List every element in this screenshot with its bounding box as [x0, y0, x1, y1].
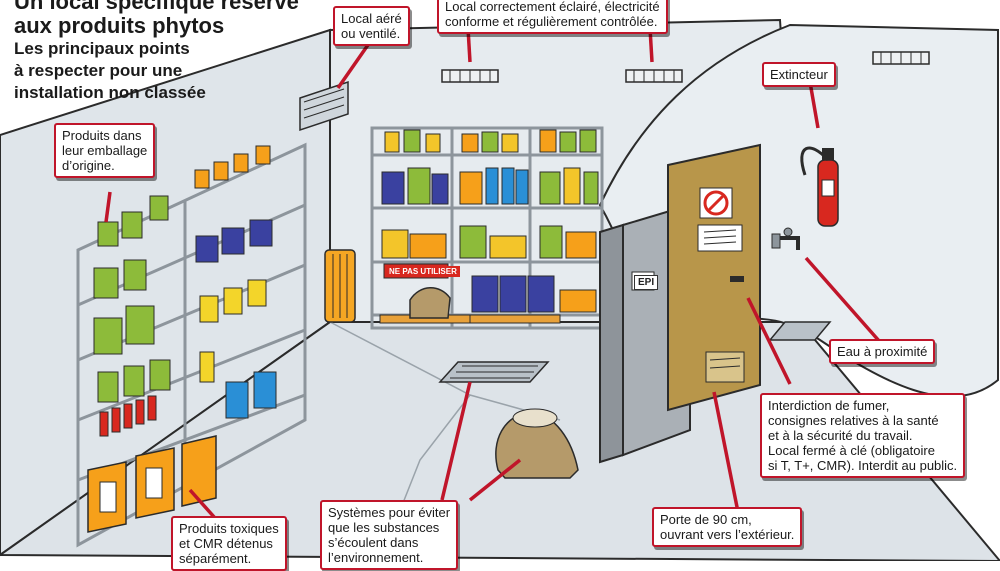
subtitle-line-2: à respecter pour une	[14, 61, 183, 80]
radiator-icon	[324, 249, 356, 323]
left-shelving	[76, 142, 307, 548]
bag-icon	[409, 287, 451, 319]
callout-leaders	[104, 27, 882, 520]
callout-eau: Eau à proximité	[829, 339, 936, 364]
door	[667, 143, 761, 412]
page-subtitle: Les principaux points à respecter pour u…	[14, 38, 206, 104]
subtitle-line-3: installation non classée	[14, 83, 206, 102]
no-smoking-icon	[699, 187, 733, 219]
floor-drain-icon	[768, 321, 832, 341]
title-line-1: Un local spécifique réservé	[14, 0, 299, 14]
fire-extinguisher-icon	[800, 146, 839, 227]
ne-pas-utiliser-sign: NE PAS UTILISER	[386, 266, 460, 277]
title-line-2: aux produits phytos	[14, 13, 225, 38]
ventilation-grille-icon	[299, 80, 349, 132]
page-title: Un local spécifique réservé aux produits…	[14, 0, 299, 38]
floor-drain-icon	[438, 361, 550, 383]
callout-interdiction: Interdiction de fumer, consignes relativ…	[760, 393, 966, 478]
back-shelving	[370, 126, 604, 330]
bag-top	[512, 408, 558, 428]
callout-extincteur: Extincteur	[762, 62, 836, 87]
epi-label: EPI	[634, 275, 659, 290]
light-fixture-icon	[872, 51, 930, 65]
callout-local-aere: Local aéré ou ventilé.	[333, 6, 410, 46]
callout-produits-toxiques: Produits toxiques et CMR détenus séparém…	[171, 516, 287, 571]
subtitle-line-1: Les principaux points	[14, 39, 190, 58]
water-tap-icon	[771, 227, 800, 250]
light-fixture-icon	[625, 69, 683, 83]
callout-systemes: Systèmes pour éviter que les substances …	[320, 500, 459, 570]
callout-porte: Porte de 90 cm, ouvrant vers l’extérieur…	[652, 507, 803, 547]
light-fixture-icon	[441, 69, 499, 83]
callout-produits-emballage: Produits dans leur emballage d’origine.	[54, 123, 156, 178]
callout-local-eclaire: Local correctement éclairé, électricité …	[437, 0, 668, 34]
